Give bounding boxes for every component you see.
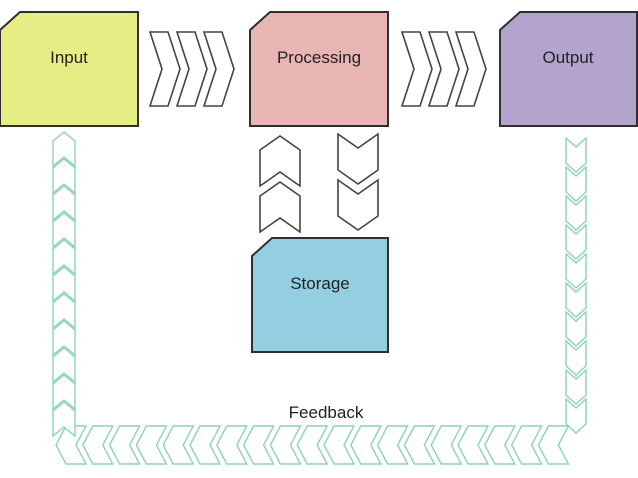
- chevron-up-icon: [52, 212, 76, 249]
- chevron-down-icon: [565, 165, 587, 202]
- chevron-left-icon: [537, 425, 570, 465]
- chevron-up-icon: [52, 158, 76, 195]
- chevron-right-icon: [202, 31, 235, 107]
- chevron-up-icon: [52, 131, 76, 168]
- chevron-left-icon: [269, 425, 302, 465]
- chevron-up-icon: [52, 185, 76, 222]
- chevron-up-icon: [52, 401, 76, 438]
- chevron-down-icon: [565, 368, 587, 405]
- arrow-processing-to-storage: [337, 132, 379, 231]
- chevron-up-icon: [259, 181, 301, 234]
- chevron-left-icon: [216, 425, 248, 465]
- chevron-down-icon: [565, 310, 587, 347]
- chevron-left-icon: [296, 425, 329, 465]
- feedback-label: Feedback: [289, 403, 364, 422]
- chevron-down-icon: [337, 132, 379, 185]
- chevron-down-icon: [565, 281, 587, 318]
- arrow-input-to-processing: [148, 31, 235, 107]
- chevron-up-icon: [52, 293, 76, 330]
- input-label: Input: [50, 48, 88, 67]
- chevron-left-icon: [189, 425, 222, 465]
- chevron-up-icon: [52, 347, 76, 384]
- storage-node: Storage: [251, 237, 389, 353]
- chevron-right-icon: [427, 31, 460, 107]
- chevron-down-icon: [565, 252, 587, 289]
- output-label: Output: [542, 48, 593, 67]
- chevron-left-icon: [350, 425, 382, 465]
- chevron-left-icon: [510, 425, 543, 465]
- output-node: Output: [499, 11, 638, 127]
- chevron-up-icon: [52, 320, 76, 357]
- chevron-left-icon: [457, 425, 490, 465]
- chevron-left-icon: [376, 425, 409, 465]
- chevron-down-icon: [565, 339, 587, 376]
- chevron-right-icon: [454, 31, 487, 107]
- chevron-left-icon: [484, 425, 516, 465]
- chevron-left-icon: [430, 425, 463, 465]
- chevron-left-icon: [55, 425, 88, 465]
- chevron-left-icon: [108, 425, 141, 465]
- input-box: [0, 11, 139, 127]
- chevron-up-icon: [52, 266, 76, 303]
- chevron-left-icon: [323, 425, 356, 465]
- arrow-storage-to-processing: [259, 135, 301, 234]
- arrow-processing-to-output: [400, 31, 487, 107]
- chevron-down-icon: [565, 223, 587, 260]
- chevron-left-icon: [403, 425, 436, 465]
- feedback-loop: [52, 131, 587, 465]
- chevron-up-icon: [52, 374, 76, 411]
- chevron-right-icon: [175, 31, 208, 107]
- chevron-left-icon: [135, 425, 168, 465]
- processing-box: [249, 11, 389, 127]
- chevron-right-icon: [400, 31, 433, 107]
- output-box: [499, 11, 638, 127]
- chevron-down-icon: [565, 136, 587, 173]
- storage-box: [251, 237, 389, 353]
- chevron-left-icon: [82, 425, 114, 465]
- processing-node: Processing: [249, 11, 389, 127]
- chevron-down-icon: [337, 178, 379, 231]
- chevron-up-icon: [52, 239, 76, 276]
- input-node: Input: [0, 11, 139, 127]
- chevron-down-icon: [565, 397, 587, 434]
- storage-label: Storage: [290, 274, 350, 293]
- chevron-up-icon: [259, 135, 301, 188]
- chevron-right-icon: [148, 31, 181, 107]
- chevron-left-icon: [242, 425, 275, 465]
- chevron-left-icon: [162, 425, 195, 465]
- processing-label: Processing: [277, 48, 361, 67]
- chevron-down-icon: [565, 194, 587, 231]
